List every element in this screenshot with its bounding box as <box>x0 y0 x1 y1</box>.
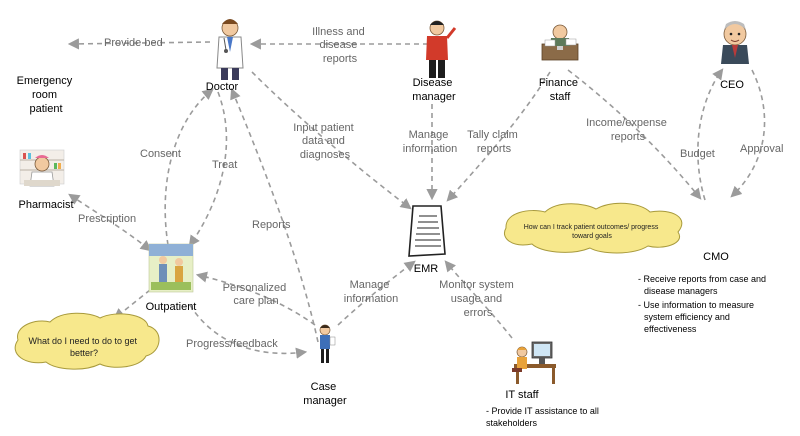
label-personalized: Personalized care plan <box>223 282 290 307</box>
arrow-tally-claim <box>446 71 551 202</box>
svg-text:How can I track patient outcom: How can I track patient outcomes/ progre… <box>524 224 661 240</box>
label-reports: Reports <box>252 219 291 231</box>
emr-label: EMR <box>414 263 439 275</box>
label-monitor-system: Monitor system usage and errors <box>439 279 517 319</box>
arrow-budget <box>697 68 724 201</box>
label-progress-feedback: Progress/feedback <box>186 338 278 350</box>
it-staff-label: IT staff <box>505 389 539 401</box>
label-income-expense: Income/expense reports <box>586 117 670 143</box>
cmo-label: CMO <box>703 251 729 263</box>
cmo-thought-bubble: How can I track patient outcomes/ progre… <box>504 202 683 254</box>
label-illness-reports: Illness and disease reports <box>312 26 368 65</box>
edge-labels: Provide bed Illness and disease reports … <box>78 26 783 350</box>
outpatient-label: Outpatient <box>146 301 197 313</box>
doctor-figure <box>216 19 244 80</box>
pharmacist-label: Pharmacist <box>18 199 73 211</box>
label-treat: Treat <box>212 159 237 171</box>
label-approval: Approval <box>740 143 783 155</box>
label-input-patient: Input patient data and diagnoses <box>293 122 357 161</box>
label-manage-info-dm: Manage information <box>403 129 457 155</box>
arrow-input-patient <box>251 71 412 210</box>
arrow-approval <box>730 69 766 198</box>
pharmacist-figure <box>19 149 65 187</box>
outpatient-figure <box>148 243 194 293</box>
label-prescription: Prescription <box>78 213 136 225</box>
label-consent: Consent <box>140 148 181 160</box>
arrow-consent <box>164 88 214 246</box>
arrow-monitor-system <box>444 260 513 339</box>
label-provide-bed: Provide bed <box>104 37 163 49</box>
arrow-personalized <box>195 271 316 326</box>
svg-text:What do I need to do to get: What do I need to do to get better? <box>28 336 139 358</box>
label-tally-claim: Tally claim reports <box>467 129 521 155</box>
arrow-treat <box>188 91 228 247</box>
outpatient-thought-bubble: What do I need to do to get better? <box>14 312 160 370</box>
it-staff-notes: - Provide IT assistance to all stakehold… <box>486 406 601 428</box>
case-manager-figure <box>319 324 336 363</box>
arrows <box>67 38 766 359</box>
arrow-manage-info-cm <box>337 260 416 326</box>
arrow-progress-feedback <box>189 304 308 359</box>
ceo-figure <box>721 21 749 64</box>
actor-labels: Doctor Emergency room patient Pharmacist… <box>17 75 745 407</box>
disease-manager-figure <box>426 20 457 78</box>
cmo-notes: - Receive reports from case and disease … <box>638 274 769 334</box>
ceo-label: CEO <box>720 79 744 91</box>
arrow-prescription <box>68 193 152 252</box>
doctor-label: Doctor <box>206 81 239 93</box>
case-manager-label: Case manager <box>303 381 347 407</box>
finance-staff-label: Finance staff <box>539 77 581 103</box>
it-staff-figure <box>512 341 556 384</box>
disease-manager-label: Disease manager <box>412 77 456 103</box>
label-budget: Budget <box>680 148 715 160</box>
finance-staff-figure <box>541 24 579 61</box>
emergency-patient-label: Emergency room patient <box>17 75 76 115</box>
emr-document-icon <box>408 205 446 257</box>
label-manage-info-cm: Manage information <box>344 279 398 305</box>
arrow-income-expense <box>567 69 702 200</box>
